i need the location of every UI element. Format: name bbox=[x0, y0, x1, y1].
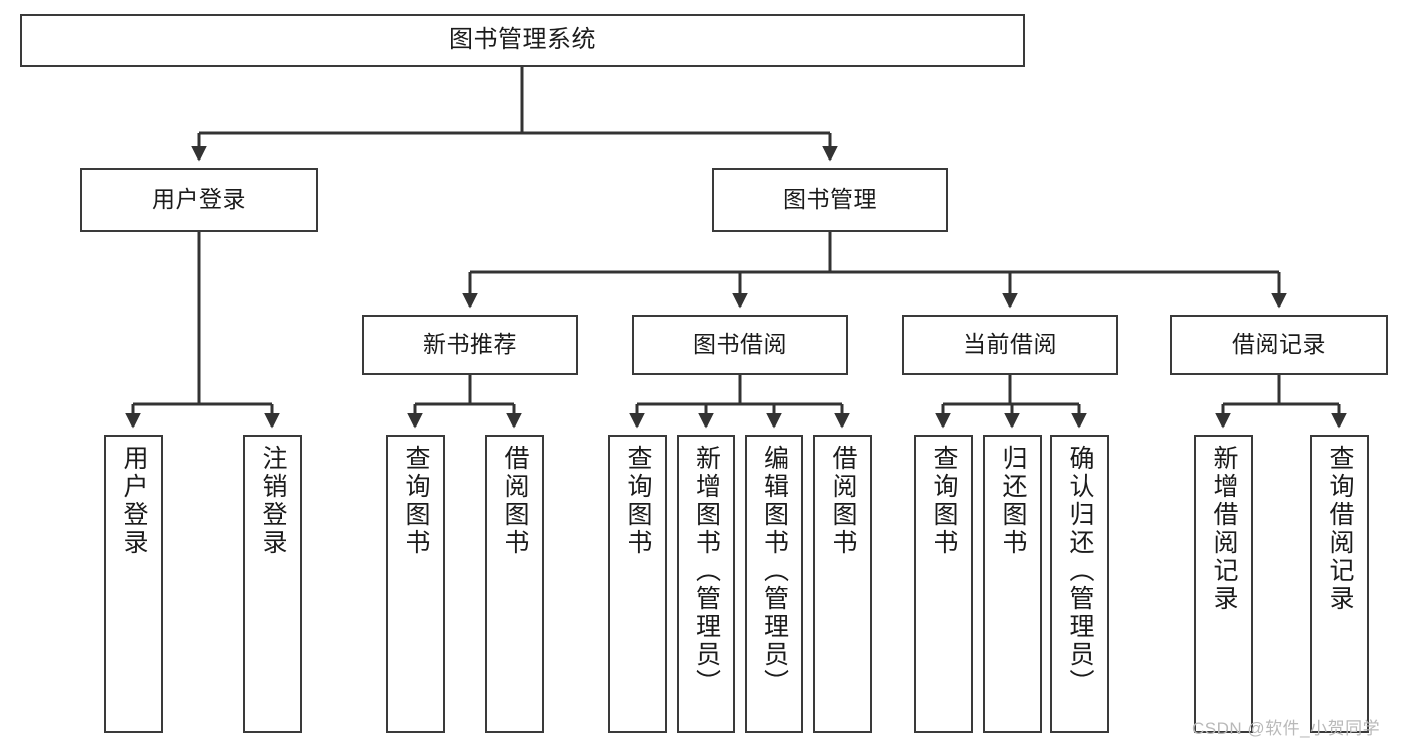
node-book-borrow[interactable]: 图书借阅 bbox=[632, 315, 848, 375]
node-new-book-recommend[interactable]: 新书推荐 bbox=[362, 315, 578, 375]
leaf-node-borrow-book[interactable]: 借阅图书 bbox=[813, 435, 872, 733]
node-label: 查询图书 bbox=[930, 445, 958, 557]
leaf-node-borrow-book-recommend[interactable]: 借阅图书 bbox=[485, 435, 544, 733]
node-label: 用户登录 bbox=[152, 186, 246, 213]
node-current-borrow[interactable]: 当前借阅 bbox=[902, 315, 1118, 375]
leaf-node-edit-book-admin[interactable]: 编辑图书（管理员） bbox=[745, 435, 803, 733]
node-label: 当前借阅 bbox=[963, 331, 1057, 358]
node-label: 注销登录 bbox=[259, 445, 287, 557]
leaf-node-add-book-admin[interactable]: 新增图书（管理员） bbox=[677, 435, 735, 733]
node-label: 借阅图书 bbox=[501, 445, 529, 557]
node-label: 新增借阅记录 bbox=[1210, 445, 1238, 613]
node-label: 新书推荐 bbox=[423, 331, 517, 358]
node-user-login[interactable]: 用户登录 bbox=[80, 168, 318, 232]
node-label: 查询图书 bbox=[402, 445, 430, 557]
csdn-watermark: CSDN @软件_小贺同学 bbox=[1192, 719, 1381, 738]
leaf-node-confirm-return-admin[interactable]: 确认归还（管理员） bbox=[1050, 435, 1109, 733]
leaf-node-query-book-current[interactable]: 查询图书 bbox=[914, 435, 973, 733]
leaf-node-query-book-borrow[interactable]: 查询图书 bbox=[608, 435, 667, 733]
node-label: 借阅记录 bbox=[1232, 331, 1326, 358]
node-label: 用户登录 bbox=[120, 445, 148, 557]
node-label: 借阅图书 bbox=[829, 445, 857, 557]
leaf-node-query-book-recommend[interactable]: 查询图书 bbox=[386, 435, 445, 733]
leaf-node-logout[interactable]: 注销登录 bbox=[243, 435, 302, 733]
node-book-management[interactable]: 图书管理 bbox=[712, 168, 948, 232]
node-label: 查询图书 bbox=[624, 445, 652, 557]
leaf-node-user-login[interactable]: 用户登录 bbox=[104, 435, 163, 733]
leaf-node-add-borrow-record[interactable]: 新增借阅记录 bbox=[1194, 435, 1253, 733]
node-label: 确认归还（管理员） bbox=[1066, 445, 1094, 697]
node-label: 新增图书（管理员） bbox=[692, 445, 721, 697]
leaf-node-return-book[interactable]: 归还图书 bbox=[983, 435, 1042, 733]
node-root-book-management-system[interactable]: 图书管理系统 bbox=[20, 14, 1025, 67]
leaf-node-query-borrow-record[interactable]: 查询借阅记录 bbox=[1310, 435, 1369, 733]
node-label: 归还图书 bbox=[999, 445, 1027, 557]
node-label: 图书管理系统 bbox=[449, 26, 596, 54]
node-borrow-record[interactable]: 借阅记录 bbox=[1170, 315, 1388, 375]
node-label: 图书借阅 bbox=[693, 331, 787, 358]
node-label: 查询借阅记录 bbox=[1326, 445, 1354, 613]
node-label: 图书管理 bbox=[783, 186, 877, 213]
node-label: 编辑图书（管理员） bbox=[760, 445, 789, 697]
